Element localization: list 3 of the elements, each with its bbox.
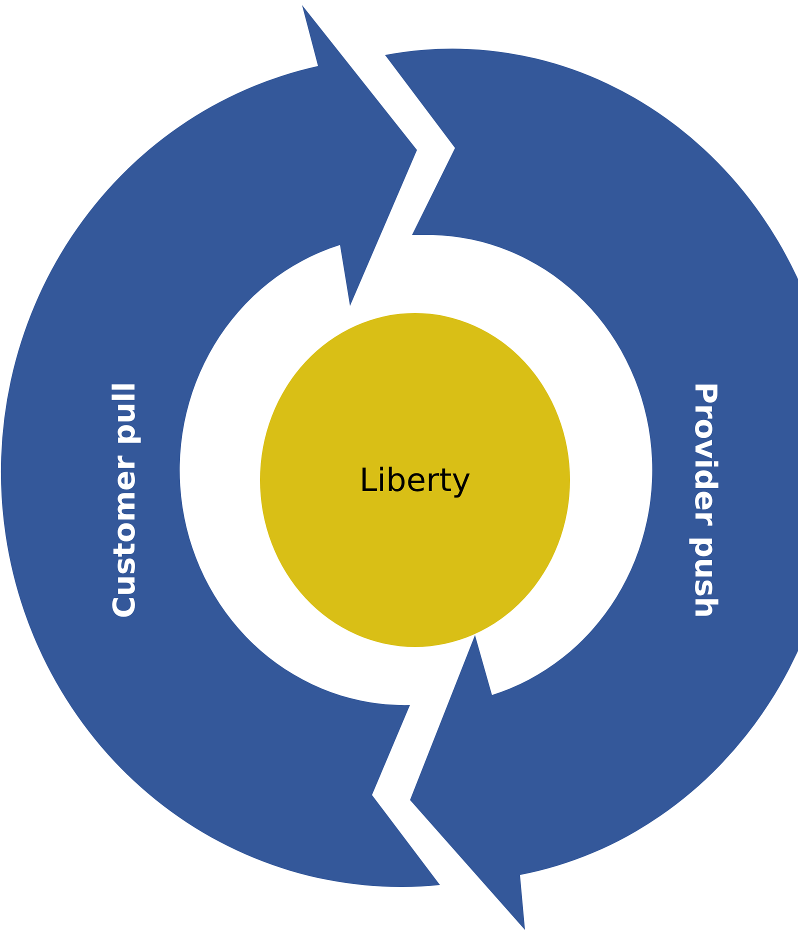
circle-label: Liberty (359, 461, 471, 499)
arrow-label: Customer pull (108, 382, 142, 618)
arrow-label: Provider push (688, 382, 722, 618)
